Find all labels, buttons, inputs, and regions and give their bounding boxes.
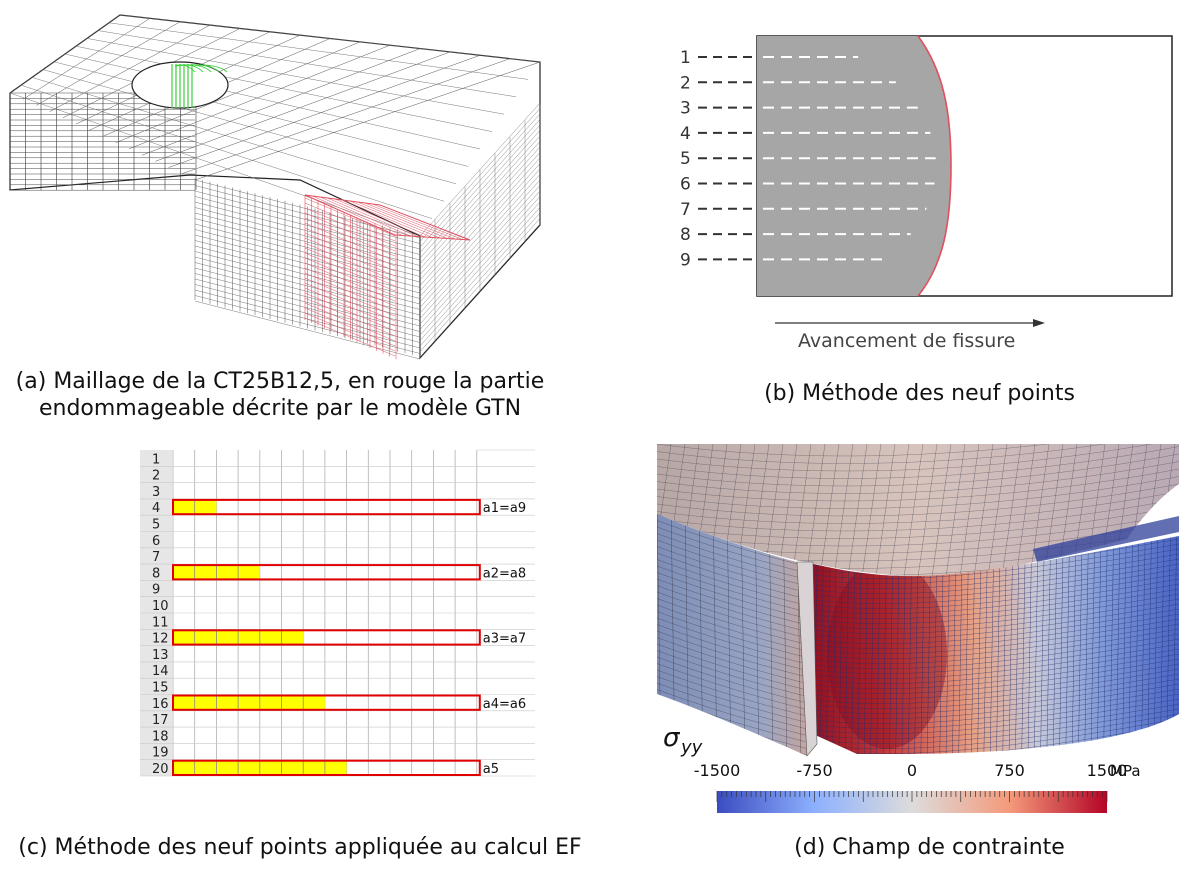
row-number: 10 (152, 599, 169, 614)
top-surface (657, 444, 1179, 577)
caption-a-line2: endommageable décrite par le modèle GTN (38, 396, 522, 421)
caption-d-text: (d) Champ de contrainte (794, 835, 1065, 860)
caption-b-text: (b) Méthode des neuf points (764, 381, 1075, 406)
filled-cells (173, 695, 325, 710)
crack-tip-notch (796, 561, 818, 757)
row-number: 15 (152, 681, 169, 696)
crack-length-label: a1=a9 (483, 501, 526, 516)
caption-d: (d) Champ de contrainte (680, 834, 1179, 861)
row-number: 12 (152, 632, 169, 647)
point-label: 7 (680, 200, 691, 220)
row-number: 14 (152, 664, 169, 679)
colorbar-tick-label: -750 (796, 761, 832, 780)
row-number: 11 (152, 615, 169, 630)
crack-length-label: a4=a6 (483, 697, 526, 712)
sigma-symbol: σ (663, 723, 681, 753)
point-label: 6 (680, 175, 691, 195)
compressive-band (1033, 516, 1179, 562)
row-number: 16 (152, 697, 169, 712)
highlighted-row (172, 694, 481, 711)
nine-points-figure: 1 2 3 4 5 6 7 8 9 Avancement de fissure (680, 35, 1173, 352)
row-number: 8 (152, 566, 160, 581)
highlighted-row (172, 564, 481, 581)
highlighted-row (172, 629, 481, 646)
row-number: 7 (152, 550, 160, 565)
row-number: 1 (152, 452, 160, 467)
sigma-subscript: yy (680, 737, 703, 758)
crack-length-label: a3=a7 (483, 632, 526, 647)
row-number: 4 (152, 501, 160, 516)
point-label: 9 (680, 250, 691, 270)
row-number: 5 (152, 518, 160, 533)
crack-length-label: a2=a8 (483, 566, 526, 581)
colorbar-tick-label: -1500 (694, 761, 741, 780)
colorbar: -1500 -750 0 750 1500 MPa (694, 761, 1141, 813)
damage-zone (304, 194, 471, 360)
left-face (657, 514, 807, 756)
row-number: 17 (152, 713, 169, 728)
mesh-a-figure (9, 14, 541, 360)
row-number: 9 (152, 583, 160, 598)
mesh-lines (9, 14, 541, 360)
colorbar-tick-label: 0 (907, 761, 917, 780)
row-number: 20 (152, 762, 169, 777)
crack-length-label: a5 (483, 762, 499, 777)
crack-region (757, 36, 951, 296)
panel-a (0, 0, 550, 360)
highlighted-row (172, 759, 481, 777)
row-number: 18 (152, 729, 169, 744)
colorbar-tick-label: 1500 (1087, 761, 1128, 780)
arrow-label: Avancement de fissure (798, 330, 1015, 352)
point-label: 2 (680, 73, 691, 93)
caption-c-text: (c) Méthode des neuf points appliquée au… (18, 835, 582, 860)
point-label: 1 (680, 48, 691, 68)
point-label: 8 (680, 225, 691, 245)
caption-a: (a) Maillage de la CT25B12,5, en rouge l… (0, 368, 560, 422)
panel-d: σ yy -1500 -750 0 750 1500 MPa (657, 444, 1179, 819)
stress-field-figure: σ yy -1500 -750 0 750 1500 MPa (657, 444, 1179, 813)
row-number: 6 (152, 534, 160, 549)
point-label: 3 (680, 99, 691, 119)
colorbar-unit: MPa (1110, 762, 1141, 780)
highlighted-row (172, 498, 481, 516)
row-number: 13 (152, 648, 169, 663)
row-number: 19 (152, 746, 169, 761)
caption-a-line1: (a) Maillage de la CT25B12,5, en rouge l… (15, 369, 545, 394)
hole-mesh (171, 64, 228, 108)
arrow-head-icon (1033, 319, 1045, 327)
colorbar-tick-label: 750 (994, 761, 1025, 780)
panel-b: 1 2 3 4 5 6 7 8 9 Avancement de fissure (660, 20, 1179, 365)
row-number: 3 (152, 485, 160, 500)
crack-front (917, 35, 952, 297)
row-number: 2 (152, 469, 160, 484)
point-label: 4 (680, 124, 691, 144)
point-label: 5 (680, 149, 691, 169)
caption-b: (b) Méthode des neuf points (660, 380, 1179, 407)
caption-c: (c) Méthode des neuf points appliquée au… (0, 834, 600, 861)
